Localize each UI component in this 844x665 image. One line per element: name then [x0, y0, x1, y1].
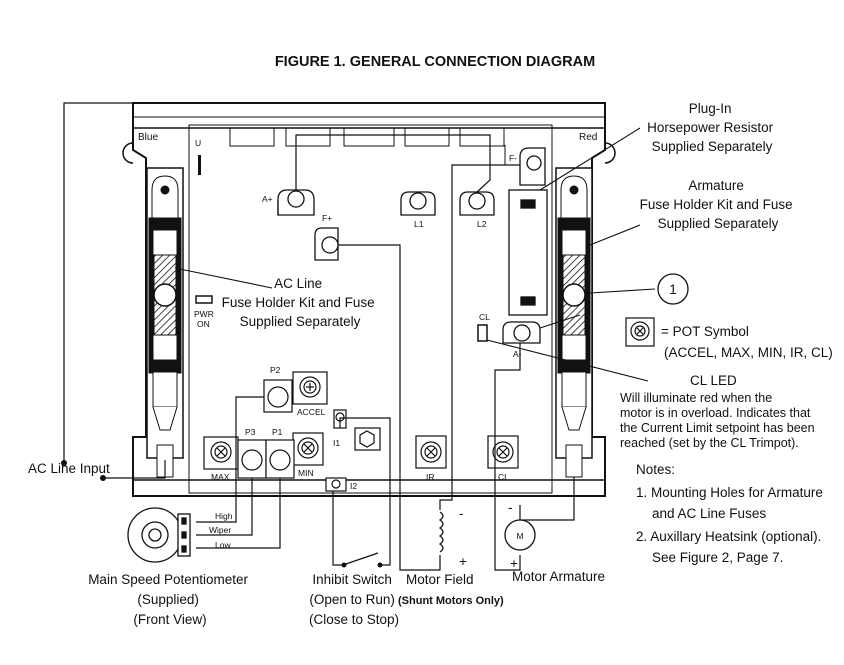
motor-armature-label: Motor Armature	[512, 569, 605, 584]
inhibit-switch-caption: Inhibit Switch (Open to Run) (Close to S…	[309, 572, 399, 627]
notes-heading: Notes:	[636, 462, 675, 477]
cl-led	[477, 324, 488, 342]
blue-tag: Blue	[138, 132, 158, 143]
motor-symbol-m: M	[516, 531, 523, 541]
pwr-label: PWR	[194, 309, 214, 319]
motor-field-coil	[438, 511, 444, 553]
motor-field-note: (Shunt Motors Only)	[398, 595, 504, 607]
cl-led-description: Will illuminate red when the motor is in…	[620, 391, 818, 450]
terminal-a-minus[interactable]	[502, 321, 541, 344]
terminal-p3[interactable]	[237, 439, 267, 479]
figure-title: FIGURE 1. GENERAL CONNECTION DIAGRAM	[275, 54, 595, 70]
cl-led-board-label: CL	[479, 312, 490, 322]
pot-symbol-title: = POT Symbol	[661, 324, 749, 339]
i1-label: I1	[333, 438, 340, 448]
red-tag: Red	[579, 132, 597, 143]
horsepower-resistor	[508, 189, 548, 316]
note-1: 1. Mounting Holes for Armature and AC Li…	[636, 485, 827, 521]
left-fuse-holder	[146, 167, 184, 478]
trimpot-cl[interactable]	[487, 435, 519, 469]
pot-low-label: Low	[215, 540, 231, 550]
trimpot-ir[interactable]	[415, 435, 447, 469]
motor-armature-minus: -	[508, 500, 513, 515]
p1-label: P1	[272, 427, 283, 437]
pwr-led	[195, 295, 213, 304]
cl-led-title: CL LED	[690, 373, 737, 388]
on-label: ON	[197, 319, 210, 329]
i2-label: I2	[350, 481, 357, 491]
terminal-a-plus[interactable]	[277, 189, 315, 216]
p3-label: P3	[245, 427, 256, 437]
terminal-l2[interactable]	[459, 191, 495, 216]
u-component	[198, 155, 201, 175]
motor-armature-symbol	[504, 519, 536, 551]
trimpot-min[interactable]	[292, 432, 324, 466]
wiring	[63, 102, 575, 571]
cl-trimpot-label: CL	[498, 472, 509, 482]
note-2: 2. Auxillary Heatsink (optional). See Fi…	[636, 529, 825, 565]
min-label: MIN	[298, 468, 314, 478]
terminal-f-plus[interactable]	[314, 227, 339, 261]
ac-line-fuse-callout: AC Line Fuse Holder Kit and Fuse Supplie…	[222, 276, 379, 329]
u-label: U	[195, 138, 201, 148]
terminal-p1[interactable]	[265, 439, 295, 479]
pot-high-label: High	[215, 511, 233, 521]
motor-field-plus: +	[459, 554, 467, 569]
motor-field-minus: -	[459, 506, 464, 521]
callout-circle-1	[657, 273, 689, 305]
max-label: MAX	[211, 472, 230, 482]
callout-lines	[174, 127, 656, 382]
inhibit-contact-left	[341, 562, 347, 568]
right-fuse-holder	[555, 167, 593, 478]
pot-symbol-legend-icon	[625, 317, 655, 347]
a-plus-label: A+	[262, 194, 273, 204]
motor-armature-plus: +	[510, 556, 518, 571]
inhibit-contact-right	[377, 562, 383, 568]
armature-fuse-callout: Armature Fuse Holder Kit and Fuse Suppli…	[640, 178, 797, 231]
l2-label: L2	[477, 219, 487, 229]
pot-wiper-label: Wiper	[209, 525, 231, 535]
main-speed-potentiometer[interactable]	[127, 507, 191, 563]
ir-label: IR	[426, 472, 435, 482]
f-minus-label: F-	[509, 153, 517, 163]
callout-number: 1	[669, 282, 677, 297]
l1-label: L1	[414, 219, 424, 229]
terminal-l1[interactable]	[400, 191, 436, 216]
motor-field-label: Motor Field	[406, 572, 474, 587]
potentiometer-caption: Main Speed Potentiometer (Supplied) (Fro…	[88, 572, 252, 627]
nut-component	[354, 427, 381, 451]
p2-label: P2	[270, 365, 281, 375]
terminal-i2[interactable]	[325, 477, 347, 492]
ac-input-node-1	[61, 460, 67, 466]
f-plus-label: F+	[322, 213, 332, 223]
trimpot-max[interactable]	[203, 436, 239, 470]
trimpot-accel[interactable]	[292, 371, 328, 405]
terminal-p2[interactable]	[263, 379, 293, 413]
accel-label: ACCEL	[297, 407, 326, 417]
plug-in-callout: Plug-In Horsepower Resistor Supplied Sep…	[647, 101, 777, 154]
terminal-f-minus[interactable]	[519, 147, 546, 186]
a-minus-label: A-	[513, 349, 522, 359]
pot-symbol-list: (ACCEL, MAX, MIN, IR, CL)	[664, 345, 833, 360]
ac-line-input-label: AC Line Input	[28, 461, 110, 476]
ac-input-node-2	[100, 475, 106, 481]
